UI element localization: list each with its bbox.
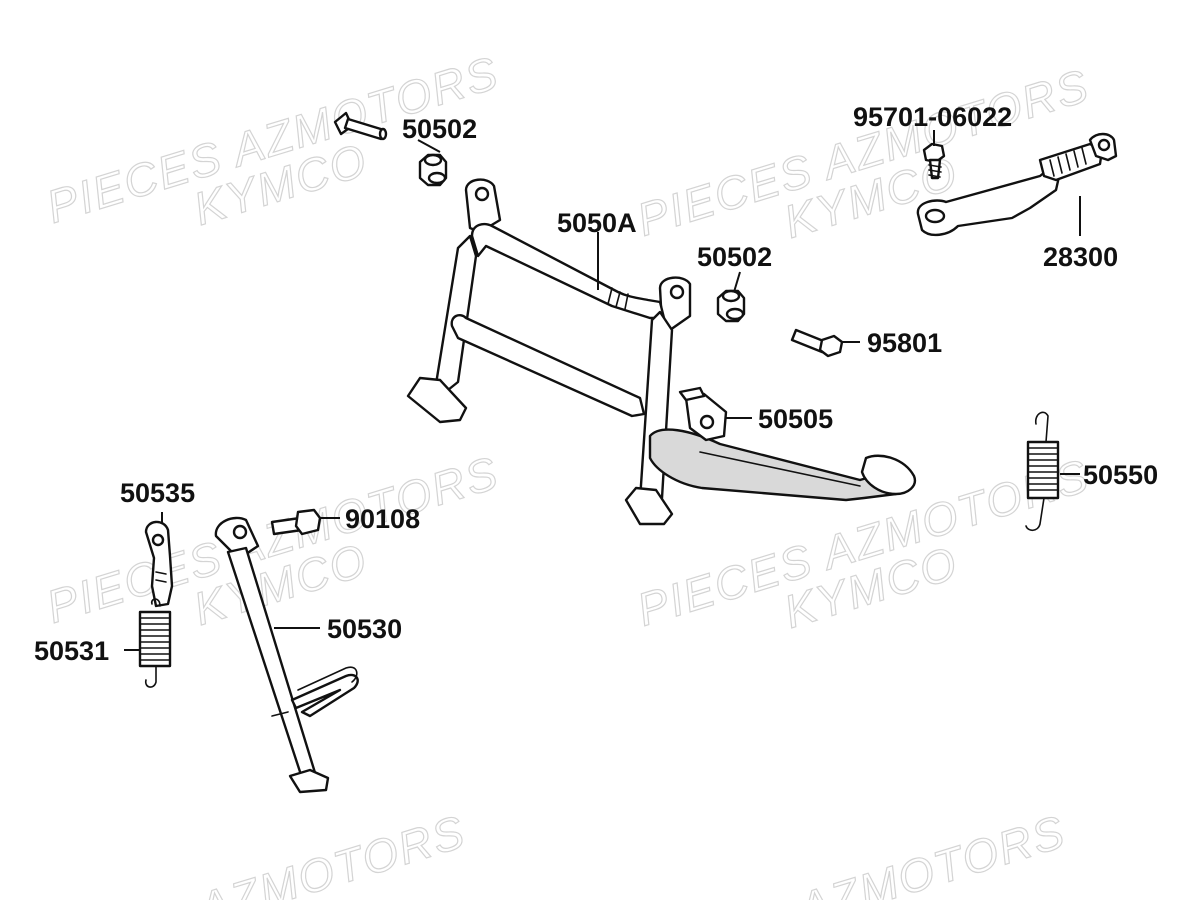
label-90108: 90108 — [345, 504, 420, 534]
svg-text:AZMOTORS: AZMOTORS — [790, 805, 1072, 900]
kick-lever-bolt-drawing — [922, 142, 946, 180]
main-stand-drawing — [406, 178, 692, 526]
label-50502-top: 50502 — [402, 114, 477, 144]
leader-bolt-top-left — [417, 139, 441, 153]
leader-lines — [124, 130, 1081, 651]
main-stand-spring-drawing — [1025, 411, 1060, 532]
bolt-top-left-drawing — [333, 111, 388, 141]
pivot-bolt-drawing — [790, 328, 844, 358]
watermark-mid-left: PIECES AZMOTORS KYMCO — [40, 445, 506, 635]
watermark-bottom-right: AZMOTORS — [789, 804, 1072, 900]
label-50550: 50550 — [1083, 460, 1158, 490]
side-stand-spring-drawing — [138, 598, 172, 688]
stand-pivot-and-arm-drawing — [648, 386, 917, 502]
leader-bushing-mid — [733, 271, 741, 293]
label-50530: 50530 — [327, 614, 402, 644]
bushing-top-left-drawing — [418, 153, 448, 187]
label-50502-mid: 50502 — [697, 242, 772, 272]
side-stand-bolt-drawing — [270, 508, 322, 536]
bushing-mid-drawing — [716, 289, 746, 323]
svg-text:AZMOTORS: AZMOTORS — [190, 805, 472, 900]
label-50535: 50535 — [120, 478, 195, 508]
kick-lever-drawing — [916, 132, 1118, 237]
label-28300: 28300 — [1043, 242, 1118, 272]
label-50531: 50531 — [34, 636, 109, 666]
label-5050a: 5050A — [557, 208, 637, 238]
side-stand-drawing — [214, 516, 359, 794]
label-95701-06022: 95701-06022 — [853, 102, 1012, 132]
label-95801: 95801 — [867, 328, 942, 358]
label-50505: 50505 — [758, 404, 833, 434]
side-stand-plate-drawing — [144, 520, 174, 608]
watermark-bottom-left: AZMOTORS — [189, 804, 472, 900]
